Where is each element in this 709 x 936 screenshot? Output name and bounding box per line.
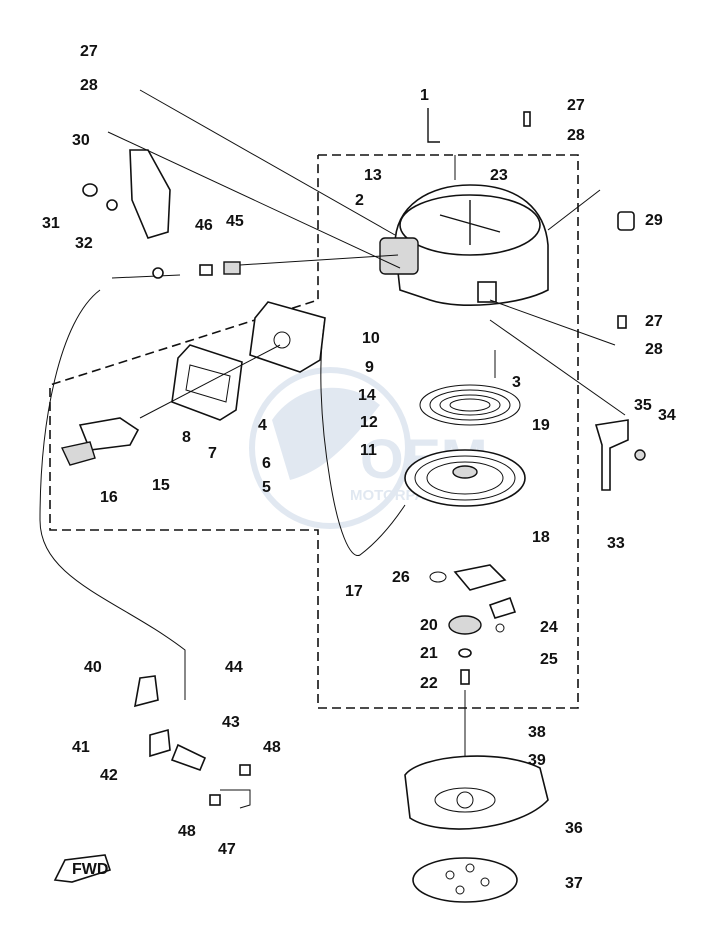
callout-21: 21 [420,645,438,662]
callout-39: 39 [528,752,546,769]
callout-3: 3 [512,374,521,391]
callout-34: 34 [658,407,676,424]
callout-27c: 27 [645,313,663,330]
callout-48b: 48 [178,823,196,840]
callout-46: 46 [195,217,213,234]
starter-cable [39,289,406,700]
callout-14: 14 [358,387,376,404]
callout-35: 35 [634,397,652,414]
callout-2: 2 [355,192,364,209]
assembly-frame [49,154,579,709]
right-bracket-parts [523,111,646,491]
callout-8: 8 [182,429,191,446]
callout-24: 24 [540,619,558,636]
callout-31: 31 [42,215,60,232]
fwd-arrow: FWD [53,854,112,883]
starter-pulley-plate [404,755,549,830]
callout-37: 37 [565,875,583,892]
callout-17: 17 [345,583,363,600]
callout-1: 1 [420,87,429,104]
pawl-parts [429,564,517,633]
callout-42: 42 [100,767,118,784]
callout-30: 30 [72,132,90,149]
callout-9: 9 [365,359,374,376]
callout-12: 12 [360,414,378,431]
collar-plate [412,857,518,903]
callout-6: 6 [262,455,271,472]
callout-48a: 48 [263,739,281,756]
callout-10: 10 [362,330,380,347]
callout-19: 19 [532,417,550,434]
bracket-parts [82,149,241,279]
callout-32: 32 [75,235,93,252]
callout-23: 23 [490,167,508,184]
callout-7: 7 [208,445,217,462]
callout-26: 26 [392,569,410,586]
callout-16: 16 [100,489,118,506]
callout-27a: 27 [80,43,98,60]
callout-11: 11 [360,442,377,459]
callout-18: 18 [532,529,550,546]
callout-28a: 28 [80,77,98,94]
callout-44: 44 [225,659,243,676]
callout-28b: 28 [567,127,585,144]
fwd-label: FWD [72,861,108,878]
recoil-spring [419,384,521,426]
callout-29: 29 [645,212,663,229]
callout-4: 4 [258,417,267,434]
callout-38: 38 [528,724,546,741]
callout-13: 13 [364,167,382,184]
callout-27b: 27 [567,97,585,114]
callout-40: 40 [84,659,102,676]
callout-43: 43 [222,714,240,731]
callout-20: 20 [420,617,438,634]
callout-45: 45 [226,213,244,230]
lower-left-parts [133,675,251,809]
callout-22: 22 [420,675,438,692]
handle-assembly [60,301,326,466]
callout-labels: 1 2 3 4 5 6 7 8 9 10 11 12 13 14 15 16 1… [42,43,676,892]
callout-41: 41 [72,739,90,756]
callout-33: 33 [607,535,625,552]
callout-15: 15 [152,477,170,494]
callout-36: 36 [565,820,583,837]
drum-sheave [404,449,526,507]
leader-lines [107,89,626,416]
callout-25: 25 [540,651,558,668]
callout-28c: 28 [645,341,663,358]
callout-47: 47 [218,841,236,858]
callout-5: 5 [262,479,271,496]
starter-case [379,184,549,306]
bracket-line-1 [427,108,440,143]
